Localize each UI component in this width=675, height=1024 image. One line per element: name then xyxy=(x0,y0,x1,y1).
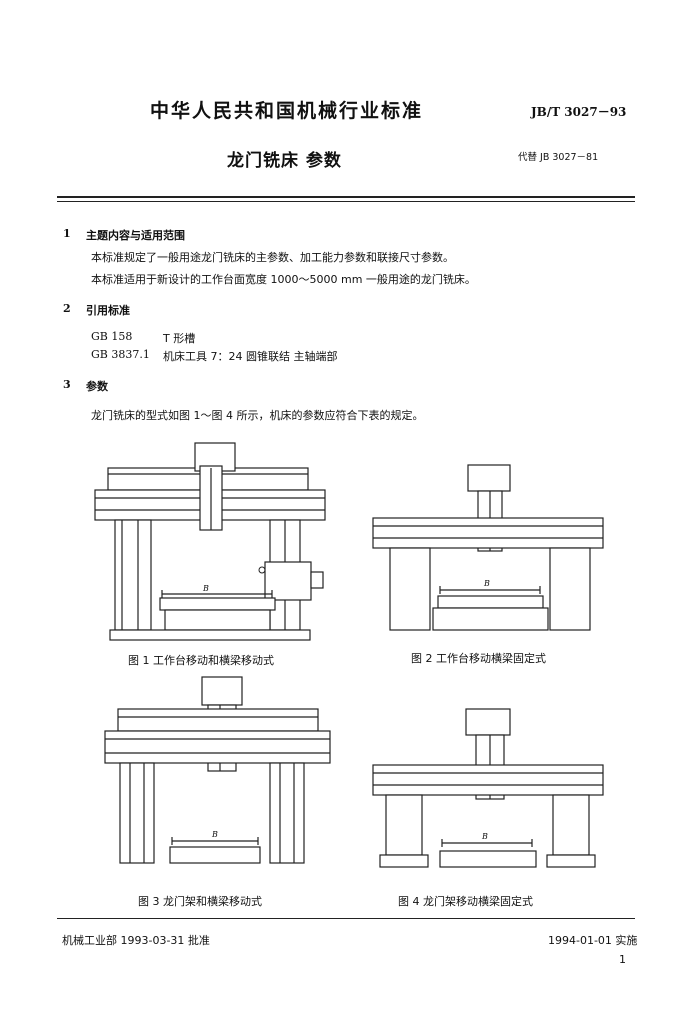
section-3-number: 3 xyxy=(63,378,71,391)
document-title: 龙门铣床 参数 xyxy=(227,151,342,171)
standard-category-title: 中华人民共和国机械行业标准 xyxy=(150,100,424,122)
header-rule-thick xyxy=(57,196,635,198)
section-1-number: 1 xyxy=(63,227,71,240)
figure-3-drawing: B xyxy=(104,676,331,864)
section-1-title: 主题内容与适用范围 xyxy=(86,229,185,242)
figure-4-drawing: B xyxy=(372,708,604,868)
figure-3-dim-label: B xyxy=(211,830,218,839)
footer-rule xyxy=(57,918,635,919)
section-2-number: 2 xyxy=(63,302,71,315)
figure-4-caption: 图 4 龙门架移动横梁固定式 xyxy=(398,895,533,908)
figure-2-caption: 图 2 工作台移动横梁固定式 xyxy=(411,652,546,665)
figure-1-dim-label: B xyxy=(202,584,209,593)
section-3-title: 参数 xyxy=(86,380,108,393)
approval-note: 机械工业部 1993-03-31 批准 xyxy=(62,934,210,947)
section-2-title: 引用标准 xyxy=(86,304,130,317)
replaces-note: 代替 JB 3027－81 xyxy=(518,152,599,163)
figure-3-caption: 图 3 龙门架和横梁移动式 xyxy=(138,895,262,908)
figure-1-caption: 图 1 工作台移动和横梁移动式 xyxy=(128,654,274,667)
figure-4-dim-label: B xyxy=(481,832,488,841)
reference-name-1: T 形槽 xyxy=(163,332,196,345)
standard-number: JB/T 3027－93 xyxy=(531,105,627,119)
reference-code-1: GB 158 xyxy=(91,330,133,343)
section-1-paragraph-2: 本标准适用于新设计的工作台面宽度 1000～5000 mm 一般用途的龙门铣床。 xyxy=(91,273,476,286)
section-1-paragraph-1: 本标准规定了一般用途龙门铣床的主参数、加工能力参数和联接尺寸参数。 xyxy=(91,251,454,264)
figure-2-dim-label: B xyxy=(483,579,490,588)
reference-name-2: 机床工具 7：24 圆锥联结 主轴端部 xyxy=(163,350,338,363)
section-3-paragraph-1: 龙门铣床的型式如图 1～图 4 所示，机床的参数应符合下表的规定。 xyxy=(91,409,424,422)
header-rule-thin xyxy=(57,201,635,202)
figure-1-drawing: B xyxy=(94,442,326,641)
reference-code-2: GB 3837.1 xyxy=(91,348,150,361)
effective-date-note: 1994-01-01 实施 xyxy=(548,934,638,947)
page-number: 1 xyxy=(619,953,626,966)
figure-2-drawing: B xyxy=(372,464,604,631)
